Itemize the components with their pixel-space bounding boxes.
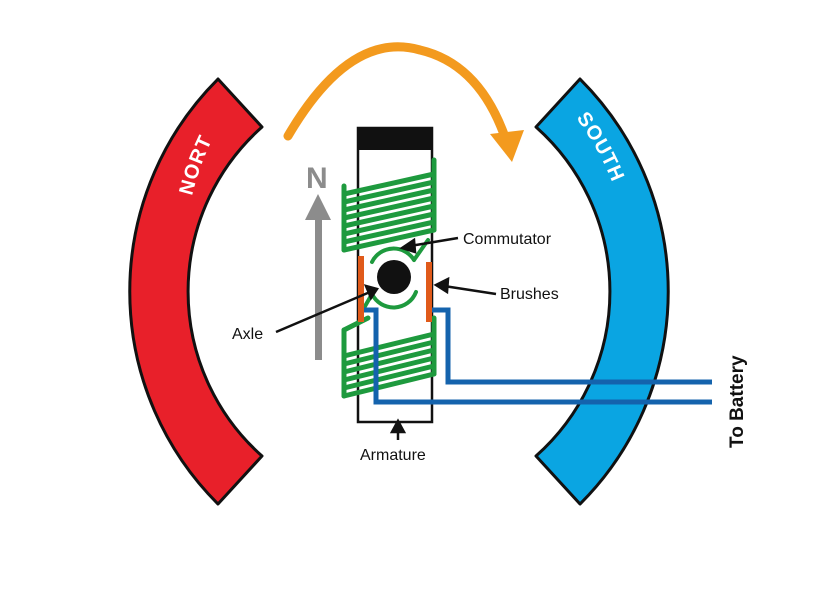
armature-top-block: [358, 128, 432, 150]
svg-text:NORTH: NORTH: [0, 0, 217, 197]
lower-coil: [341, 315, 437, 399]
rotation-arrowhead: [490, 130, 524, 162]
battery-wires: [364, 307, 712, 405]
field-n-label: N: [306, 162, 328, 195]
north-pole-magnet: [128, 77, 264, 506]
wire-outer: [364, 307, 712, 405]
upper-coil: [341, 157, 437, 253]
field-arrowhead: [305, 194, 331, 220]
brush-right: [426, 262, 432, 322]
commutator-label: Commutator: [463, 231, 552, 248]
axle-label: Axle: [232, 326, 263, 343]
brush-left: [358, 256, 364, 322]
rotation-arrow: [283, 42, 511, 145]
to-battery-label: To Battery: [727, 355, 748, 448]
axle: [377, 260, 411, 294]
north-label: NORTH: [0, 0, 216, 197]
south-pole-magnet: [534, 77, 670, 506]
field-arrow-shaft: [315, 212, 322, 360]
wire-inner: [432, 307, 712, 385]
brushes-label: Brushes: [500, 286, 559, 303]
armature-label: Armature: [360, 447, 426, 464]
label-pointers: [275, 236, 497, 440]
